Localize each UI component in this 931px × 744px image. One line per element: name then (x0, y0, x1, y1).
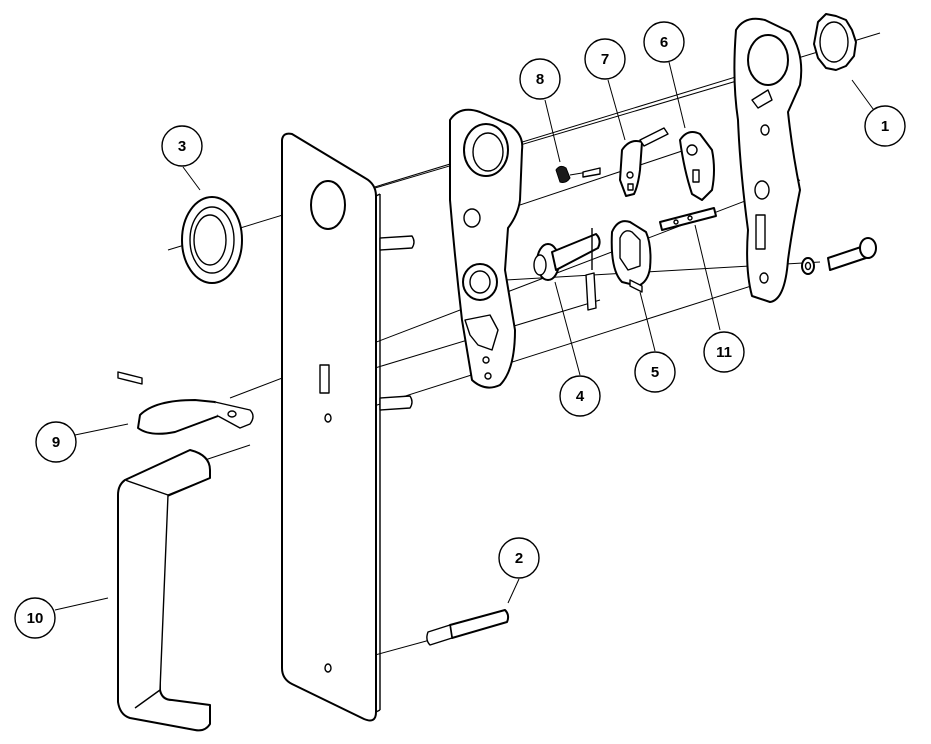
svg-text:11: 11 (716, 344, 732, 361)
washer-and-screw (801, 237, 877, 275)
callouts: 1 2 3 4 5 6 7 8 (14, 21, 906, 639)
part-4-spindle (533, 228, 601, 311)
chassis-casting (449, 108, 524, 389)
callout-leaders (54, 61, 877, 611)
part-1-spanner-nut (813, 13, 857, 71)
svg-text:2: 2 (515, 550, 523, 567)
part-9-trigger (117, 371, 254, 435)
svg-text:5: 5 (651, 364, 659, 381)
callout-9: 9 (35, 421, 77, 463)
callout-11: 11 (703, 331, 745, 373)
part-7-pawl (619, 127, 669, 197)
callout-2: 2 (498, 537, 540, 579)
svg-text:4: 4 (576, 388, 585, 405)
callout-8: 8 (519, 58, 561, 100)
part-2-pin (426, 609, 510, 646)
back-plate (281, 132, 415, 722)
part-8-spring (555, 165, 601, 183)
part-11-flat-bar (659, 207, 717, 231)
svg-text:9: 9 (52, 434, 60, 451)
svg-text:8: 8 (536, 71, 544, 88)
part-6-lever-plate (679, 131, 715, 201)
part-10-handle (117, 449, 211, 732)
svg-text:6: 6 (660, 34, 668, 51)
callout-6: 6 (643, 21, 685, 63)
svg-text:3: 3 (178, 138, 186, 155)
callout-3: 3 (161, 125, 203, 167)
callout-5: 5 (634, 351, 676, 393)
callout-10: 10 (14, 597, 56, 639)
rear-plate (733, 17, 803, 303)
svg-text:1: 1 (881, 118, 889, 135)
svg-text:7: 7 (601, 51, 609, 68)
callout-1: 1 (864, 105, 906, 147)
part-5-latch-frame (610, 220, 652, 293)
callout-7: 7 (584, 38, 626, 80)
callout-4: 4 (559, 375, 601, 417)
part-3-escutcheon-ring (181, 196, 243, 284)
svg-text:10: 10 (27, 610, 44, 627)
